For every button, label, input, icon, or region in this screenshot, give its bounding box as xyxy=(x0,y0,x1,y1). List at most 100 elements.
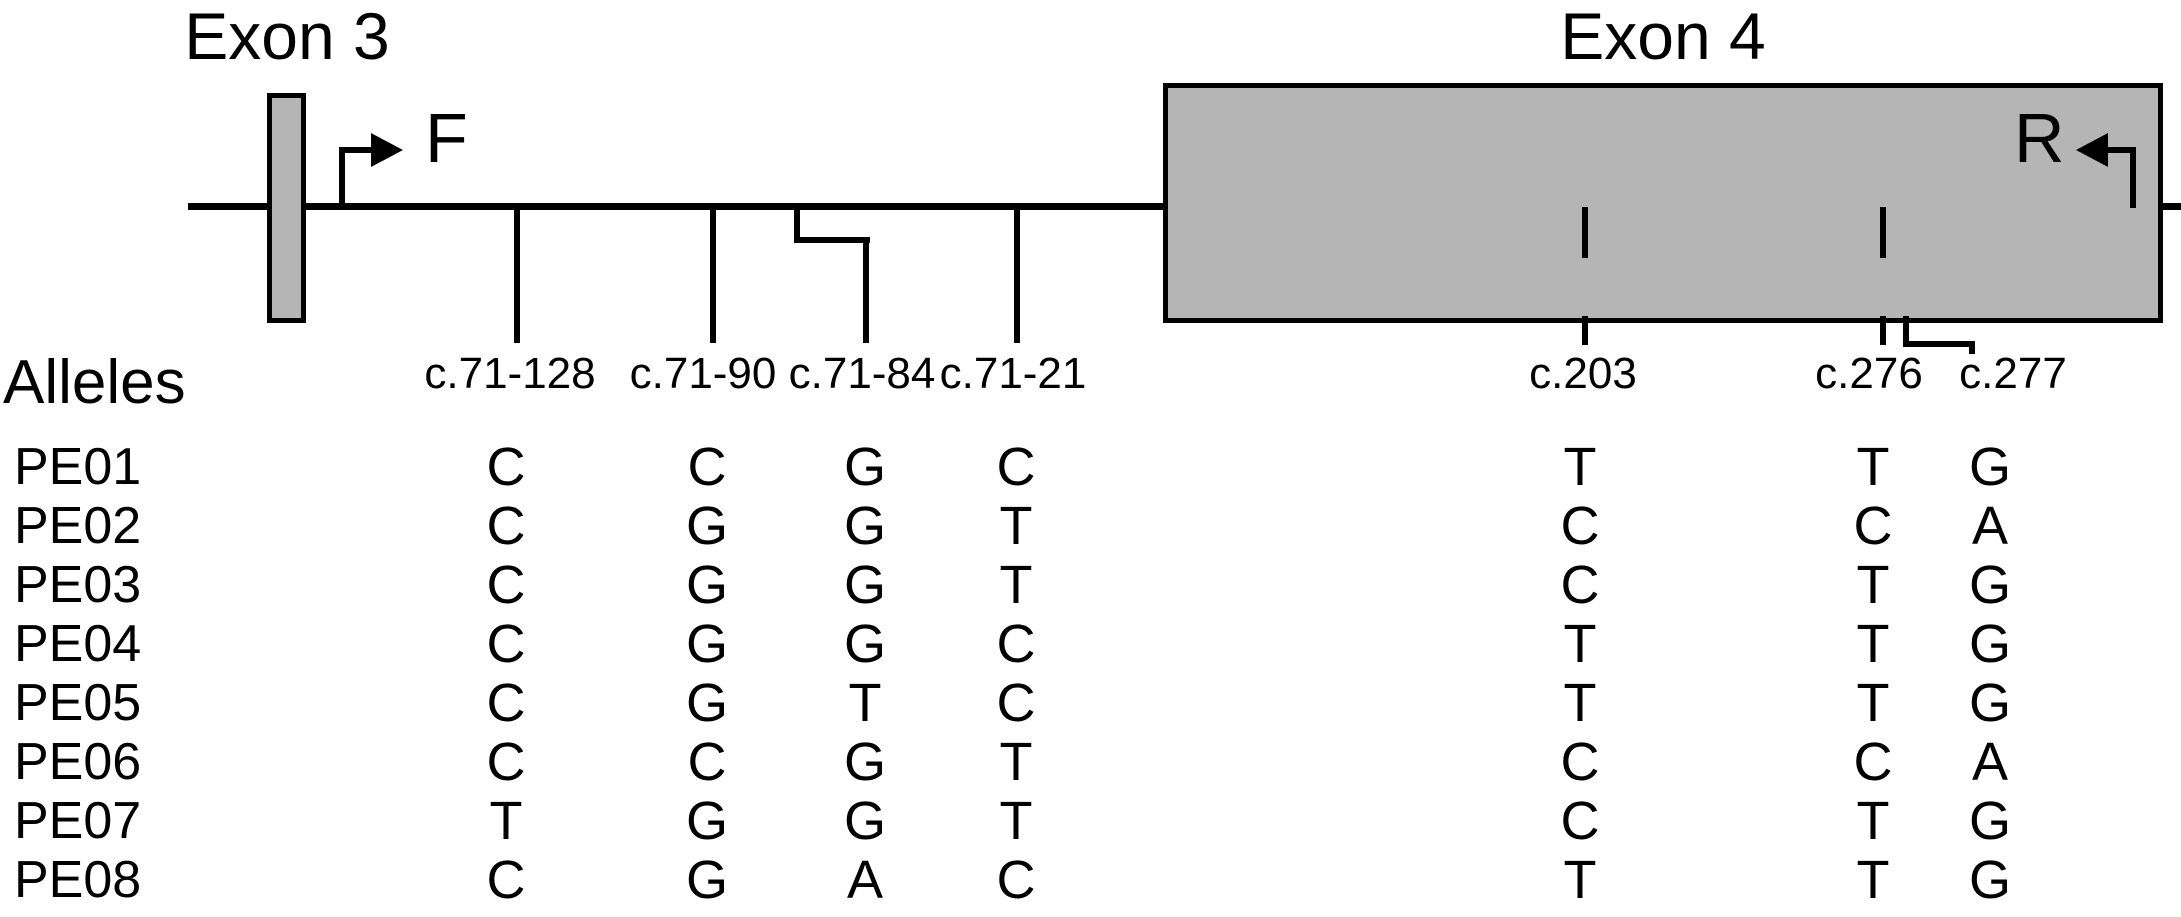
allele-base: G xyxy=(685,672,729,733)
allele-base: C xyxy=(1560,790,1600,851)
variant-tick-c71-128 xyxy=(514,207,520,343)
allele-base: T xyxy=(1856,554,1890,615)
allele-row: PE03 C G G T C T G xyxy=(0,555,2181,614)
position-label: c.71-21 xyxy=(939,349,1087,398)
alleles-heading: Alleles xyxy=(3,348,186,417)
allele-base: T xyxy=(999,495,1033,556)
allele-base: T xyxy=(1563,613,1597,674)
variant-tick-c203-inner xyxy=(1582,207,1588,258)
exon3-title: Exon 3 xyxy=(184,0,390,73)
allele-base: T xyxy=(999,790,1033,851)
variant-tick-c71-84 xyxy=(794,207,800,243)
reverse-primer-stem xyxy=(2130,147,2136,208)
forward-primer-stem xyxy=(339,147,345,207)
allele-base: G xyxy=(1968,672,2012,733)
allele-base: C xyxy=(996,849,1036,910)
allele-row: PE02 C G G T C C A xyxy=(0,496,2181,555)
allele-base: C xyxy=(1853,495,1893,556)
variant-tick-c276-inner xyxy=(1880,207,1886,258)
allele-base: C xyxy=(486,849,526,910)
reverse-primer-bar xyxy=(2100,147,2136,153)
variant-tick-c277-jog xyxy=(1903,341,1975,347)
allele-base: T xyxy=(1856,849,1890,910)
variant-tick-c277 xyxy=(1903,316,1909,347)
forward-primer-bar xyxy=(339,147,373,153)
allele-base: G xyxy=(1968,849,2012,910)
allele-base: T xyxy=(999,731,1033,792)
allele-base: T xyxy=(1563,849,1597,910)
allele-id: PE06 xyxy=(14,732,142,791)
exon4-title: Exon 4 xyxy=(1560,0,1766,73)
allele-table: PE01 C C G C T T G PE02 C G G T C C A PE… xyxy=(0,437,2181,909)
position-label: c.71-128 xyxy=(424,349,596,398)
allele-id: PE08 xyxy=(14,850,142,909)
allele-base: C xyxy=(996,672,1036,733)
allele-row: PE01 C C G C T T G xyxy=(0,437,2181,496)
allele-id: PE02 xyxy=(14,496,142,555)
allele-base: G xyxy=(1968,554,2012,615)
allele-base: G xyxy=(843,731,887,792)
allele-base: T xyxy=(489,790,523,851)
allele-base: G xyxy=(1968,790,2012,851)
allele-base: C xyxy=(1560,554,1600,615)
allele-base: T xyxy=(1563,672,1597,733)
allele-base: T xyxy=(1856,436,1890,497)
allele-base: G xyxy=(843,495,887,556)
allele-row: PE06 C C G T C C A xyxy=(0,732,2181,791)
allele-base: G xyxy=(843,554,887,615)
allele-id: PE04 xyxy=(14,614,142,673)
allele-base: G xyxy=(1968,436,2012,497)
variant-tick-c71-90 xyxy=(710,207,716,343)
allele-base: C xyxy=(687,436,727,497)
position-label: c.71-84 xyxy=(788,349,936,398)
allele-base: G xyxy=(685,849,729,910)
allele-base: C xyxy=(486,495,526,556)
allele-base: G xyxy=(685,790,729,851)
allele-base: G xyxy=(685,554,729,615)
allele-base: C xyxy=(996,613,1036,674)
reverse-primer-label: R xyxy=(2014,99,2065,177)
variant-tick-c71-84-jog xyxy=(794,237,870,243)
allele-base: C xyxy=(486,436,526,497)
exon4-box xyxy=(1163,83,2163,323)
allele-base: G xyxy=(843,436,887,497)
allele-row: PE08 C G A C T T G xyxy=(0,850,2181,909)
allele-base: C xyxy=(687,731,727,792)
allele-base: G xyxy=(685,495,729,556)
allele-id: PE07 xyxy=(14,791,142,850)
allele-base: T xyxy=(848,672,882,733)
allele-base: T xyxy=(1563,436,1597,497)
allele-base: G xyxy=(685,613,729,674)
allele-base: T xyxy=(1856,790,1890,851)
variant-tick-c71-21 xyxy=(1014,207,1020,343)
position-label: c.276 xyxy=(1815,349,1923,398)
allele-base: C xyxy=(486,731,526,792)
left-arrowhead-icon xyxy=(2076,133,2108,167)
forward-primer-label: F xyxy=(425,99,468,177)
allele-base: C xyxy=(996,436,1036,497)
allele-base: T xyxy=(1856,613,1890,674)
allele-row: PE07 T G G T C T G xyxy=(0,791,2181,850)
variant-tick-c203-drop xyxy=(1582,316,1588,345)
allele-base: C xyxy=(1560,731,1600,792)
allele-base: C xyxy=(1853,731,1893,792)
variant-tick-c277-drop xyxy=(1969,341,1975,354)
allele-base: T xyxy=(1856,672,1890,733)
position-label: c.203 xyxy=(1529,349,1637,398)
allele-id: PE03 xyxy=(14,555,142,614)
allele-base: G xyxy=(1968,613,2012,674)
allele-base: C xyxy=(486,613,526,674)
allele-base: A xyxy=(846,849,884,910)
allele-id: PE01 xyxy=(14,437,142,496)
variant-tick-c276-drop xyxy=(1880,316,1886,345)
allele-row: PE04 C G G C T T G xyxy=(0,614,2181,673)
allele-base: T xyxy=(999,554,1033,615)
allele-base: G xyxy=(843,613,887,674)
allele-base: C xyxy=(1560,495,1600,556)
allele-base: A xyxy=(1971,495,2009,556)
allele-base: C xyxy=(486,672,526,733)
exon3-box xyxy=(267,93,306,323)
allele-row: PE05 C G T C T T G xyxy=(0,673,2181,732)
allele-base: G xyxy=(843,790,887,851)
